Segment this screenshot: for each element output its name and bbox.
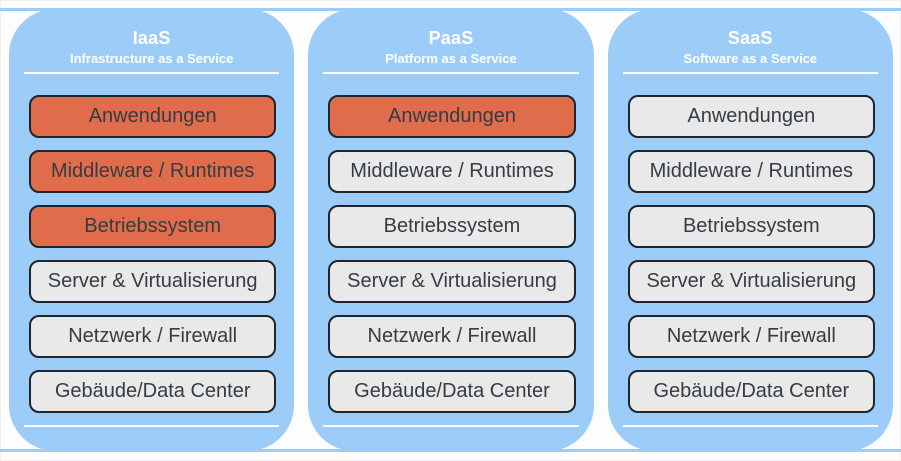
footer-divider (24, 425, 280, 427)
saas-layer-betriebssystem: Betriebssystem (627, 205, 875, 248)
paas-layer-netzwerk-firewall: Netzwerk / Firewall (328, 315, 576, 358)
column-header: SaaS Software as a Service (608, 9, 893, 74)
column-header: IaaS Infrastructure as a Service (9, 9, 294, 74)
paas-layer-middleware-runtimes: Middleware / Runtimes (328, 150, 576, 193)
header-divider (24, 72, 280, 74)
column-title: IaaS (132, 28, 171, 48)
iaas-layer-middleware-runtimes: Middleware / Runtimes (29, 150, 277, 193)
column-subtitle: Infrastructure as a Service (70, 51, 234, 66)
iaas-layer-netzwerk-firewall: Netzwerk / Firewall (29, 315, 277, 358)
saas-layer-middleware-runtimes: Middleware / Runtimes (627, 150, 875, 193)
layer-stack: Anwendungen Middleware / Runtimes Betrie… (308, 74, 593, 425)
header-divider (323, 72, 579, 74)
column-title: SaaS (727, 28, 773, 48)
iaas-layer-server-virtualisierung: Server & Virtualisierung (29, 260, 277, 303)
iaas-layer-anwendungen: Anwendungen (29, 95, 277, 138)
saas-layer-anwendungen: Anwendungen (627, 95, 875, 138)
columns-container: IaaS Infrastructure as a Service Anwendu… (9, 9, 893, 451)
footer-divider (622, 425, 878, 427)
header-divider (622, 72, 878, 74)
saas-layer-server-virtualisierung: Server & Virtualisierung (627, 260, 875, 303)
layer-stack: Anwendungen Middleware / Runtimes Betrie… (608, 74, 893, 425)
column-title: PaaS (428, 28, 474, 48)
paas-layer-betriebssystem: Betriebssystem (328, 205, 576, 248)
column-header: PaaS Platform as a Service (308, 9, 593, 74)
saas-layer-gebaeude-datacenter: Gebäude/Data Center (627, 370, 875, 413)
column-iaas: IaaS Infrastructure as a Service Anwendu… (9, 9, 295, 451)
column-paas: PaaS Platform as a Service Anwendungen M… (308, 9, 594, 451)
column-subtitle: Software as a Service (683, 51, 818, 66)
column-subtitle: Platform as a Service (385, 51, 517, 66)
footer-divider (323, 425, 579, 427)
iaas-layer-gebaeude-datacenter: Gebäude/Data Center (29, 370, 277, 413)
iaas-layer-betriebssystem: Betriebssystem (29, 205, 277, 248)
paas-layer-gebaeude-datacenter: Gebäude/Data Center (328, 370, 576, 413)
paas-layer-anwendungen: Anwendungen (328, 95, 576, 138)
layer-stack: Anwendungen Middleware / Runtimes Betrie… (9, 74, 294, 425)
paas-layer-server-virtualisierung: Server & Virtualisierung (328, 260, 576, 303)
column-saas: SaaS Software as a Service Anwendungen M… (607, 9, 893, 451)
saas-layer-netzwerk-firewall: Netzwerk / Firewall (627, 315, 875, 358)
